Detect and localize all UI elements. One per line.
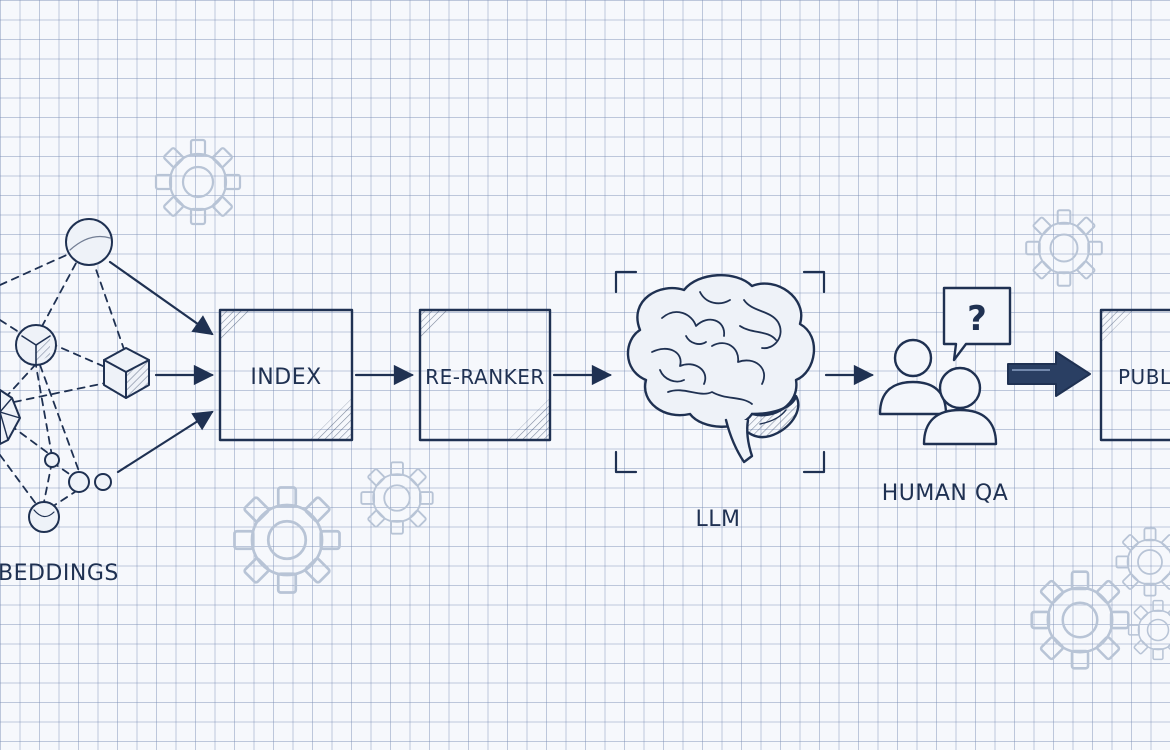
brain-icon	[626, 274, 816, 464]
gear-icon	[233, 486, 341, 594]
publish-label: PUBL	[1118, 365, 1170, 389]
embeddings-label: BEDDINGS	[0, 561, 119, 586]
people-icon	[878, 338, 998, 446]
llm-label: LLM	[696, 507, 741, 532]
reranker-box: RE-RANKER	[418, 308, 552, 442]
human-qa-group: ? HUMAN QA	[878, 286, 1012, 506]
arrows-to-index	[108, 260, 215, 474]
arrow-to-publish	[1007, 351, 1091, 397]
index-label: INDEX	[250, 365, 321, 390]
gear-icon	[1030, 570, 1130, 670]
reranker-label: RE-RANKER	[425, 365, 545, 389]
index-box: INDEX	[218, 308, 354, 442]
gear-icon	[1127, 599, 1170, 661]
gear-icon	[1115, 527, 1170, 597]
gear-icon	[1025, 209, 1103, 287]
gear-icon	[154, 138, 242, 226]
llm-brain: LLM	[614, 270, 826, 532]
human-qa-label: HUMAN QA	[882, 481, 1009, 506]
speech-bubble-icon: ?	[942, 286, 1012, 362]
question-mark: ?	[967, 299, 987, 339]
gear-icon	[360, 461, 434, 535]
publish-box: PUBL	[1099, 308, 1170, 442]
embeddings-graph	[0, 218, 150, 533]
